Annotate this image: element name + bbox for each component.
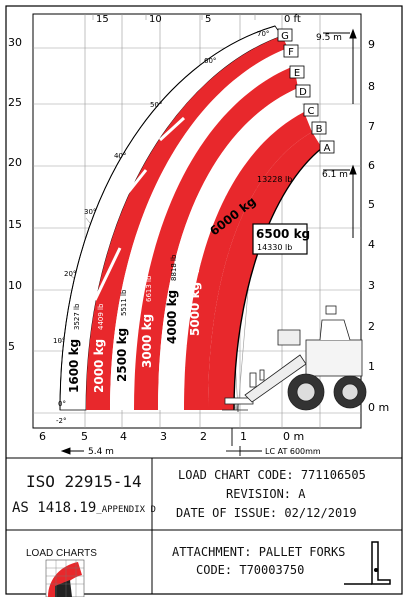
band-label-2000-kg: 2000 kg [92, 339, 106, 393]
right-tick-1: 1 [368, 360, 375, 373]
right-tick-7: 7 [368, 120, 375, 133]
iso-standard: ISO 22915-14 [26, 472, 142, 491]
band-label-2000-lb: 4409 lb [97, 303, 105, 330]
marker-d: D [299, 87, 307, 98]
lc-at-600mm: LC AT 600mm [265, 447, 321, 456]
footer-dividers [6, 457, 402, 594]
load-charts-logo-icon [45, 559, 85, 597]
as-standard-appendix: _APPENDIX D [96, 505, 156, 515]
left-tick-5: 5 [8, 340, 15, 353]
height-6-1m: 6.1 m [322, 170, 348, 180]
right-tick-6: 6 [368, 159, 375, 172]
angle-minus2: -2° [56, 417, 66, 425]
attachment-label: ATTACHMENT: PALLET FORKS [172, 545, 346, 559]
telehandler-icon [222, 305, 367, 412]
marker-f: F [288, 47, 294, 58]
chart-frame [5, 5, 403, 595]
band-4000 [158, 88, 304, 410]
load-charts-logo-label: LOAD CHARTS [26, 548, 97, 559]
band-3000 [134, 66, 298, 410]
left-tick-20: 20 [8, 156, 22, 169]
load-chart-code: LOAD CHART CODE: 771106505 [178, 468, 366, 482]
right-tick-2: 2 [368, 320, 375, 333]
angle-10: 10° [53, 337, 65, 345]
band-6000 [208, 132, 322, 410]
as-standard: AS 1418.19_APPENDIX D [12, 500, 156, 516]
bottom-tick-0m: 0 m [283, 430, 304, 443]
left-tick-30: 30 [8, 36, 22, 49]
attachment-code: CODE: T70003750 [196, 563, 305, 577]
angle-40: 40° [114, 152, 126, 160]
band-label-3000-kg: 3000 kg [140, 314, 154, 368]
height-9-5m: 9.5 m [316, 33, 342, 43]
bottom-tick-6: 6 [39, 430, 46, 443]
reach-5-4m: 5.4 m [88, 447, 114, 457]
max-load-box [252, 223, 308, 255]
reach-dimension [60, 428, 262, 456]
angle-30: 30° [84, 208, 96, 216]
marker-g: G [281, 31, 289, 42]
left-tick-10: 10 [8, 279, 22, 292]
right-tick-4: 4 [368, 238, 375, 251]
marker-e: E [294, 68, 300, 79]
bottom-tick-3: 3 [160, 430, 167, 443]
top-tick-10: 10 [149, 14, 162, 25]
plot-border [32, 13, 362, 429]
band-label-4000-lb: 8818 lb [170, 254, 178, 281]
bottom-tick-1: 1 [240, 430, 247, 443]
right-tick-8: 8 [368, 80, 375, 93]
angle-60: 60° [204, 57, 216, 65]
band-label-4000-kg: 4000 kg [165, 290, 179, 344]
band-2000 [86, 36, 288, 410]
band-label-2500-kg: 2500 kg [115, 328, 129, 382]
bottom-tick-2: 2 [200, 430, 207, 443]
top-tick-15: 15 [96, 14, 109, 25]
angle-50: 50° [150, 101, 162, 109]
boom-position-markers: G F E D C B A [277, 28, 335, 154]
band-label-2500-lb: 5511 lb [120, 289, 128, 316]
band-label-3000-lb: 6613 lb [145, 275, 153, 302]
marker-a: A [324, 143, 331, 154]
band-label-5000-lb: 11023 lb [193, 242, 201, 273]
band-2500 [110, 48, 294, 410]
max-load-lb: 14330 lb [257, 243, 292, 252]
marker-b: B [316, 124, 323, 135]
height-dimension-lines [323, 28, 357, 238]
left-tick-25: 25 [8, 96, 22, 109]
right-tick-3: 3 [368, 279, 375, 292]
right-tick-0m: 0 m [368, 401, 389, 414]
issue-date: DATE OF ISSUE: 02/12/2019 [176, 506, 357, 520]
max-load-kg: 6500 kg [256, 227, 310, 241]
marker-c: C [308, 106, 315, 117]
right-tick-9: 9 [368, 38, 375, 51]
band-label-1600-lb: 3527 lb [73, 303, 81, 330]
pallet-fork-icon [371, 541, 391, 585]
revision: REVISION: A [226, 487, 306, 501]
top-tick-0ft: 0 ft [284, 14, 301, 25]
angle-0: 0° [58, 400, 66, 408]
top-tick-5: 5 [205, 14, 211, 25]
angle-70: 70° [257, 30, 269, 38]
band-label-1600-kg: 1600 kg [67, 339, 81, 393]
band-label-5000-kg: 5000 kg [188, 282, 202, 336]
right-tick-5: 5 [368, 198, 375, 211]
bottom-tick-4: 4 [120, 430, 127, 443]
band-5000 [184, 112, 312, 410]
as-standard-main: AS 1418.19 [12, 500, 97, 516]
label-13228-lb: 13228 lb [257, 175, 292, 184]
angle-20: 20° [64, 270, 76, 278]
left-tick-15: 15 [8, 218, 22, 231]
bottom-tick-5: 5 [81, 430, 88, 443]
